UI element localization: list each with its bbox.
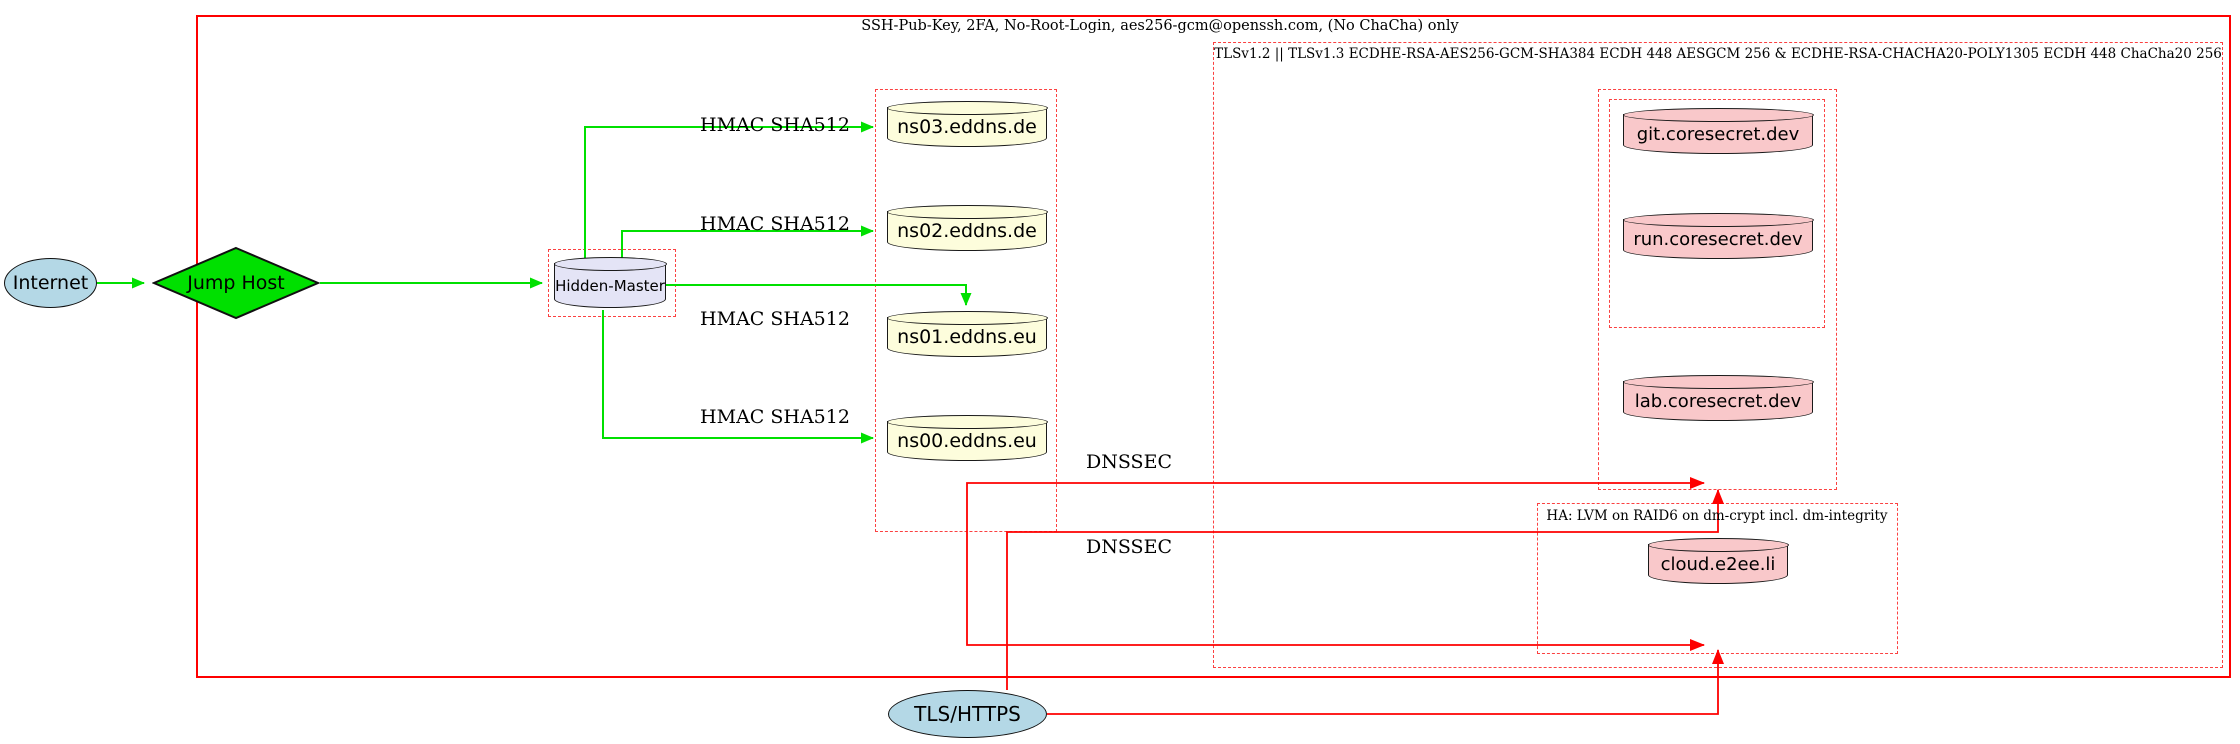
edge-tlshttps-to-coresecret <box>1006 489 1724 690</box>
tls-cluster-label: TLSv1.2 || TLSv1.3 ECDHE-RSA-AES256-GCM-… <box>1214 46 2222 62</box>
node-hidden-master: Hidden-Master <box>553 257 667 308</box>
edge-dnssec-to-coresecret <box>966 477 1705 531</box>
node-ns03: ns03.eddns.de <box>886 101 1048 147</box>
node-ns00: ns00.eddns.eu <box>886 415 1048 461</box>
coresecret-inner-cluster-box <box>1609 99 1825 328</box>
node-hidden-master-label: Hidden-Master <box>555 276 665 295</box>
edge-label-hmac-ns03: HMAC SHA512 <box>700 114 850 136</box>
ha-cluster-label: HA: LVM on RAID6 on dm-crypt incl. dm-in… <box>1546 508 1888 524</box>
node-ns00-label: ns00.eddns.eu <box>897 430 1037 452</box>
node-run-label: run.coresecret.dev <box>1633 228 1803 250</box>
edge-hiddenmaster-to-ns01 <box>665 284 972 306</box>
ssh-policy-cluster-label: SSH-Pub-Key, 2FA, No-Root-Login, aes256-… <box>861 18 1459 34</box>
node-ns01: ns01.eddns.eu <box>886 311 1048 357</box>
hidden-master-cluster-box <box>548 249 676 317</box>
node-internet: Internet <box>4 258 97 308</box>
node-cloud: cloud.e2ee.li <box>1647 538 1789 584</box>
edge-label-hmac-ns00: HMAC SHA512 <box>700 406 850 428</box>
node-jump-host: Jump Host <box>151 246 321 320</box>
node-git: git.coresecret.dev <box>1622 108 1814 154</box>
node-cloud-label: cloud.e2ee.li <box>1660 553 1776 575</box>
node-internet-label: Internet <box>12 272 89 294</box>
node-ns02: ns02.eddns.de <box>886 205 1048 251</box>
node-ns02-label: ns02.eddns.de <box>897 220 1037 242</box>
edge-label-hmac-ns02: HMAC SHA512 <box>700 213 850 235</box>
node-run: run.coresecret.dev <box>1622 213 1814 259</box>
edge-label-hmac-ns01: HMAC SHA512 <box>700 308 850 330</box>
edge-label-dnssec-b: DNSSEC <box>1086 536 1172 558</box>
node-ns03-label: ns03.eddns.de <box>897 116 1037 138</box>
node-tls-https-label: TLS/HTTPS <box>914 702 1021 726</box>
edge-hiddenmaster-to-ns03 <box>584 121 874 262</box>
node-ns01-label: ns01.eddns.eu <box>897 326 1037 348</box>
jump-host-diamond-shape <box>151 246 321 320</box>
node-tls-https: TLS/HTTPS <box>888 690 1047 738</box>
node-lab-label: lab.coresecret.dev <box>1634 390 1802 412</box>
edge-hiddenmaster-to-ns00 <box>602 310 874 444</box>
edge-tlshttps-to-e2ee <box>1047 649 1724 715</box>
edge-label-dnssec-a: DNSSEC <box>1086 451 1172 473</box>
node-git-label: git.coresecret.dev <box>1636 123 1800 145</box>
eddns-cluster-box <box>875 89 1057 532</box>
edge-dnssec-to-e2ee <box>966 531 1705 651</box>
node-jump-host-label: Jump Host <box>187 272 285 294</box>
edge-hiddenmaster-to-ns02 <box>621 225 874 262</box>
node-lab: lab.coresecret.dev <box>1622 375 1814 421</box>
ssh-policy-cluster-box <box>196 15 2231 678</box>
